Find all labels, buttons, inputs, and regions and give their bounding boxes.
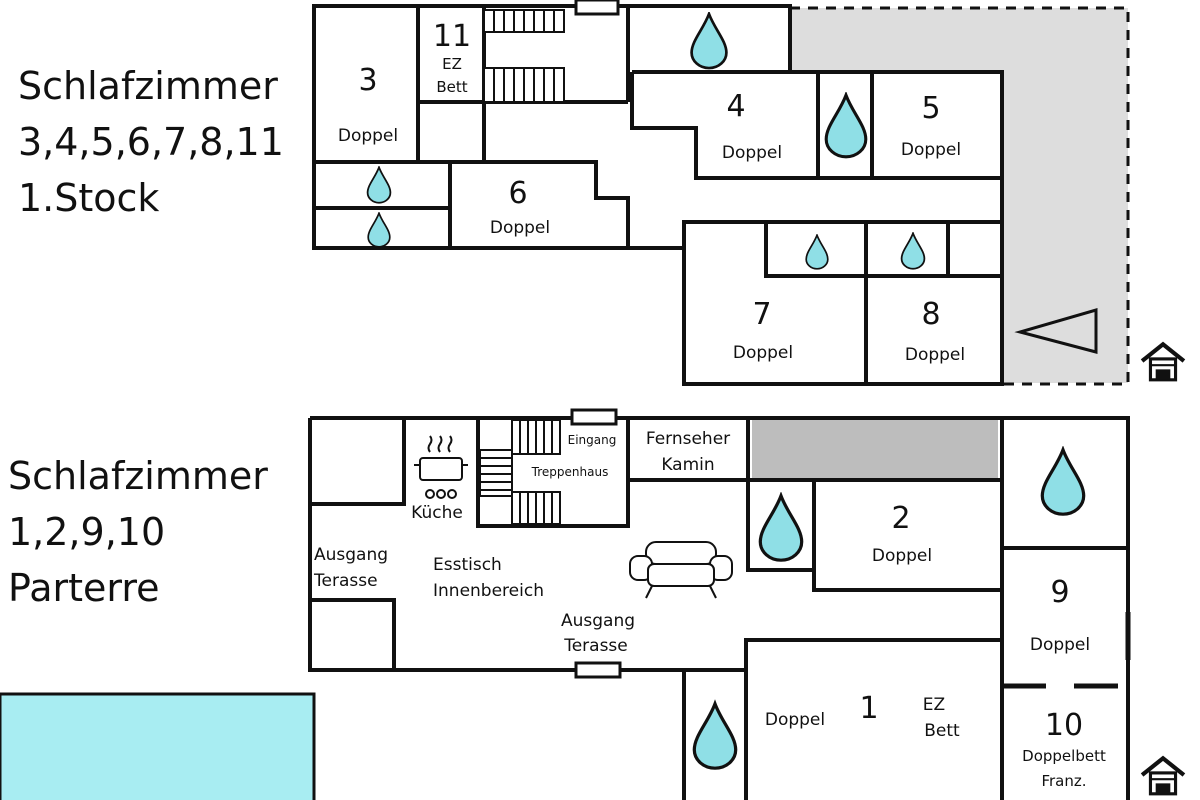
room-7-type: Doppel <box>733 343 793 363</box>
bathroom-water-drop-icon <box>824 93 868 159</box>
room-8-number: 8 <box>921 297 940 332</box>
ground-floor-rooms: 1,2,9,10 <box>8 510 166 554</box>
bathroom-water-drop-icon <box>692 702 738 770</box>
bathroom-water-drop-icon <box>805 234 829 270</box>
room-4-number: 4 <box>726 89 745 124</box>
room-6-type: Doppel <box>490 218 550 238</box>
terrace-arrow <box>1014 308 1098 354</box>
house-icon <box>1142 758 1184 794</box>
room-10-number: 10 <box>1045 708 1083 743</box>
upper-floor-rooms: 3,4,5,6,7,8,11 <box>18 120 284 164</box>
room-10-type-line1: Doppelbett <box>1022 747 1106 765</box>
bathroom-water-drop-icon <box>1040 448 1086 516</box>
entrance-label: Eingang <box>568 433 617 447</box>
ground-floor-label: Schlafzimmer 1,2,9,10 Parterre <box>8 448 268 616</box>
ground-floor-level: Parterre <box>8 566 160 610</box>
exit-terrace-bottom-line2: Terasse <box>563 636 628 656</box>
exit-terrace-bottom-line1: Ausgang <box>561 611 635 631</box>
room-10-type-line2: Franz. <box>1041 772 1086 790</box>
upper-staircase <box>483 0 620 103</box>
bathroom-water-drop-icon <box>367 212 391 248</box>
room-8-type: Doppel <box>905 345 965 365</box>
bathroom-water-drop-icon <box>690 12 728 70</box>
upper-floor-label: Schlafzimmer 3,4,5,6,7,8,11 1.Stock <box>18 58 284 226</box>
tv-label: Fernseher <box>646 429 730 449</box>
room-4-type: Doppel <box>722 143 782 163</box>
room-1-extra-line2: Bett <box>924 721 960 741</box>
pool <box>0 692 316 800</box>
terrace-dashed-outline <box>790 6 1130 386</box>
room-1-extra-line1: EZ <box>923 695 945 715</box>
upper-floor-plan: 3 Doppel 11 EZ Bett 4 Doppel 5 Doppel 6 … <box>312 0 1184 386</box>
bathroom-water-drop-icon <box>900 232 926 270</box>
bathroom-water-drop-icon <box>758 494 804 562</box>
upper-floor-title: Schlafzimmer <box>18 64 278 108</box>
dining-label-line1: Esstisch <box>433 555 502 575</box>
room-9-number: 9 <box>1050 575 1069 610</box>
house-icon <box>1142 344 1184 380</box>
room-11-type-line2: Bett <box>436 78 467 96</box>
dining-label-line2: Innenbereich <box>433 581 544 601</box>
room-9-type: Doppel <box>1030 635 1090 655</box>
staircase-label: Treppenhaus <box>531 465 609 479</box>
room-11-number: 11 <box>433 19 471 54</box>
exit-terrace-left-line1: Ausgang <box>314 545 388 565</box>
room-5-type: Doppel <box>901 140 961 160</box>
fireplace-label: Kamin <box>661 455 714 475</box>
exit-terrace-left-line2: Terasse <box>313 571 378 591</box>
room-2-type: Doppel <box>872 546 932 566</box>
ground-floor-title: Schlafzimmer <box>8 454 268 498</box>
room-6-number: 6 <box>508 176 527 211</box>
room-3-number: 3 <box>358 63 377 98</box>
room-1-type: Doppel <box>765 710 825 730</box>
room-11-type-line1: EZ <box>442 55 462 73</box>
kitchen-label: Küche <box>411 503 463 523</box>
cooking-pot-icon <box>414 435 468 499</box>
terrace-area <box>1000 8 1128 383</box>
room-3-type: Doppel <box>338 126 398 146</box>
upper-floor-level: 1.Stock <box>18 176 160 220</box>
ground-floor-plan: Eingang Treppenhaus Fernseher Kamin Küch… <box>308 408 1184 800</box>
sofa-icon <box>629 541 733 599</box>
room-7-number: 7 <box>752 297 771 332</box>
room-5-number: 5 <box>921 91 940 126</box>
ground-staircase <box>479 408 622 679</box>
bathroom-water-drop-icon <box>366 166 392 204</box>
covered-area <box>752 418 998 478</box>
room-1-number: 1 <box>859 691 878 726</box>
terrace-area-top <box>790 8 1002 72</box>
room-2-number: 2 <box>891 501 910 536</box>
